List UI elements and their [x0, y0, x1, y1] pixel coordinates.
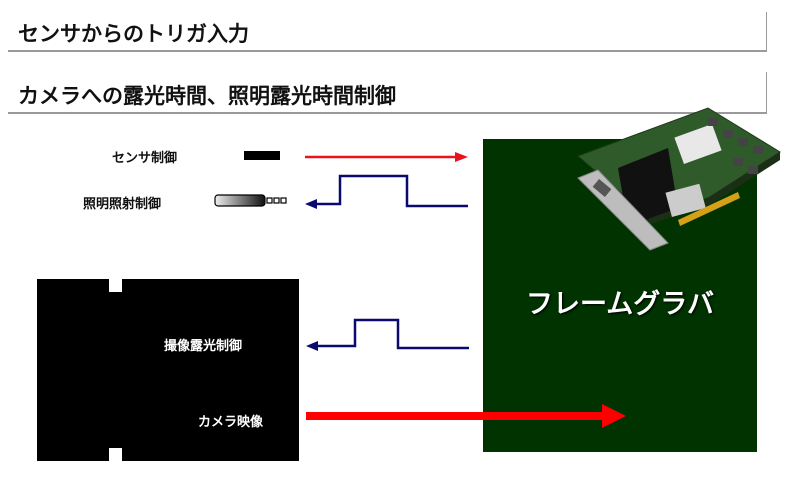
camera-video-label: カメラ映像: [198, 415, 264, 430]
sensor-icon: [244, 151, 280, 160]
light-pulse-arrow: [305, 174, 468, 209]
exposure-pulse-arrow: [306, 318, 469, 351]
camera-notch-bottom: [109, 448, 122, 461]
light-icon: [214, 194, 287, 207]
camera-body: 撮像露光制御 カメラ映像: [37, 279, 299, 461]
section-header-exposure: カメラへの露光時間、照明露光時間制御: [8, 72, 767, 114]
section-header-trigger: センサからのトリガ入力: [8, 12, 767, 52]
camera-video-arrow: [306, 404, 626, 428]
exposure-control-label: 撮像露光制御: [164, 339, 243, 354]
pcie-card-image: [577, 107, 781, 251]
section-title: センサからのトリガ入力: [18, 22, 249, 46]
frame-grabber-title: フレームグラバ: [526, 289, 714, 320]
camera-notch-top: [109, 279, 122, 292]
section-title: カメラへの露光時間、照明露光時間制御: [18, 84, 396, 108]
sensor-control-label: センサ制御: [112, 151, 178, 166]
sensor-signal-arrow: [305, 152, 468, 162]
light-control-label: 照明照射制御: [83, 197, 162, 212]
